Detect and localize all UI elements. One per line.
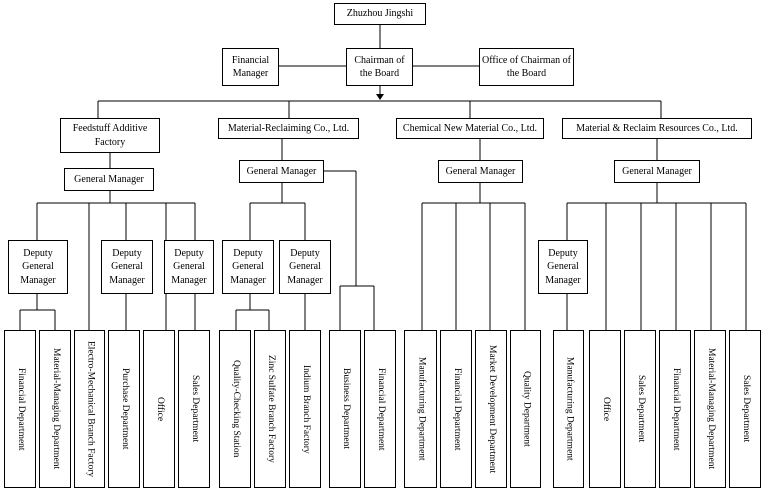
deputy-general-manager-box: Deputy General Manager [164, 240, 214, 294]
department-box: Purchase Department [108, 330, 140, 488]
general-manager-box: General Manager [239, 160, 324, 183]
department-box: Manufacturing Department [404, 330, 437, 488]
department-box: Electro-Mechanical Branch Factory [74, 330, 105, 488]
general-manager-box: General Manager [614, 160, 700, 183]
arrow-down-icon [376, 94, 384, 100]
general-manager-box: General Manager [438, 160, 523, 183]
office-of-chairman-box: Office of Chairman of the Board [479, 48, 574, 86]
department-box: Quality Department [510, 330, 541, 488]
department-box: Indium Branch Factory [289, 330, 321, 488]
deputy-general-manager-box: Deputy General Manager [8, 240, 68, 294]
company-box: Zhuzhou Jingshi [334, 3, 426, 25]
department-box: Material-Managing Department [39, 330, 71, 488]
department-box: Zinc Sulfate Branch Factory [254, 330, 286, 488]
department-box: Financial Department [4, 330, 36, 488]
division-material-resources-box: Material & Reclaim Resources Co., Ltd. [562, 118, 752, 139]
department-box: Financial Department [659, 330, 691, 488]
deputy-general-manager-box: Deputy General Manager [279, 240, 331, 294]
department-box: Office [589, 330, 621, 488]
department-box: Office [143, 330, 175, 488]
department-box: Financial Department [364, 330, 396, 488]
division-feedstuff-box: Feedstuff Additive Factory [60, 118, 160, 153]
department-box: Sales Department [178, 330, 210, 488]
department-box: Quality-Checking Station [219, 330, 251, 488]
financial-manager-box: Financial Manager [222, 48, 279, 86]
deputy-general-manager-box: Deputy General Manager [222, 240, 274, 294]
department-box: Manufacturing Department [553, 330, 584, 488]
chairman-box: Chairman of the Board [346, 48, 413, 86]
department-box: Market Development Department [475, 330, 507, 488]
division-material-reclaiming-box: Material-Reclaiming Co., Ltd. [218, 118, 359, 139]
department-box: Material-Managing Department [694, 330, 726, 488]
department-box: Business Department [329, 330, 361, 488]
department-box: Sales Department [729, 330, 761, 488]
department-box: Sales Department [624, 330, 656, 488]
general-manager-box: General Manager [64, 168, 154, 191]
department-box: Financial Department [440, 330, 472, 488]
division-chemical-box: Chemical New Material Co., Ltd. [396, 118, 544, 139]
deputy-general-manager-box: Deputy General Manager [101, 240, 153, 294]
deputy-general-manager-box: Deputy General Manager [538, 240, 588, 294]
